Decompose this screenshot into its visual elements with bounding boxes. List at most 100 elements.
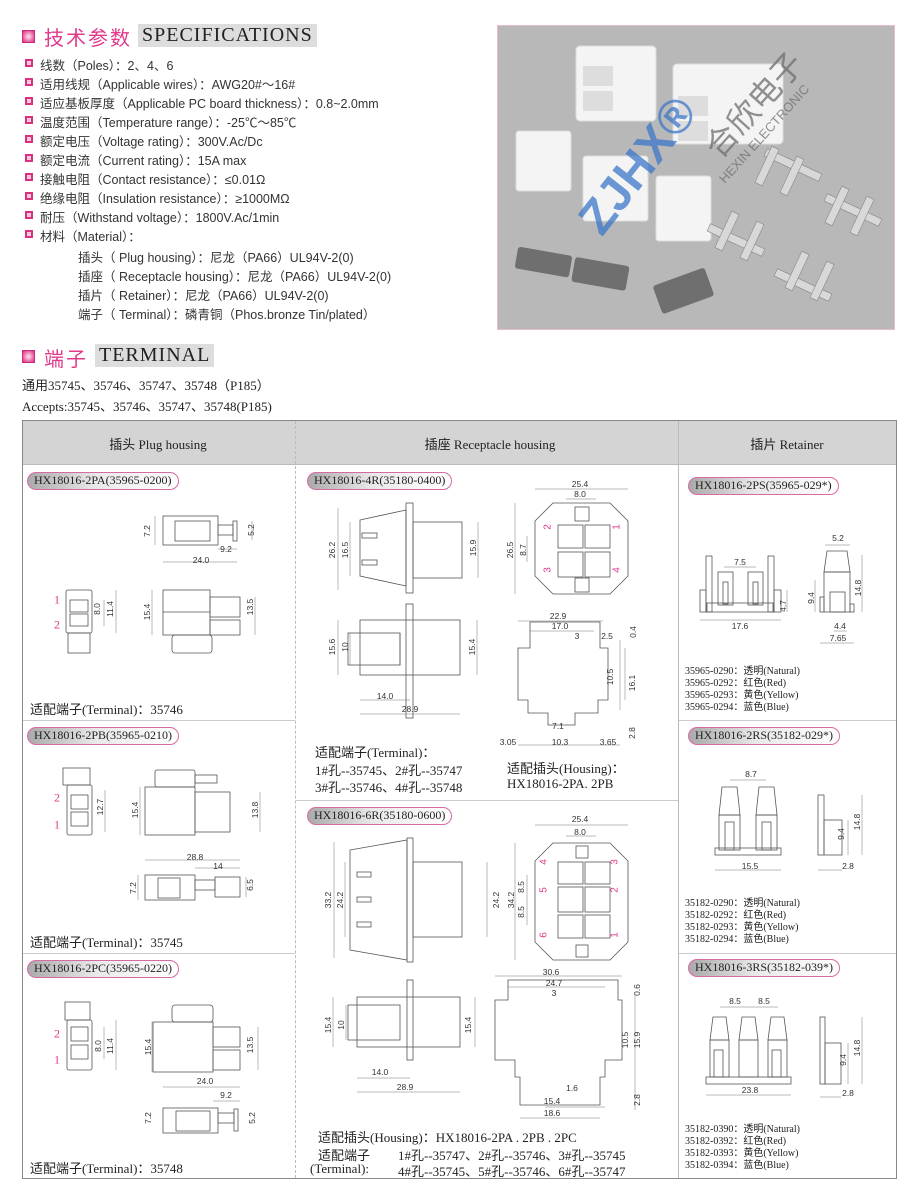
dimension-label: 7.2 [128, 882, 138, 894]
dimension-label: 8.5 [729, 996, 741, 1006]
dimension-label: 15.4 [467, 638, 477, 656]
spec-value: ：≤0.01Ω [212, 173, 266, 187]
dimension-label: 4.4 [834, 621, 846, 631]
color-option: 35182-0394：蓝色(Blue) [685, 1160, 789, 1171]
dimension-label: 7.65 [829, 633, 847, 643]
spec-bullet-icon [25, 211, 33, 219]
dimension-label: 3 [574, 631, 580, 641]
spec-label-en: （Current rating） [90, 154, 186, 168]
dimension-label: 23.8 [741, 1085, 759, 1095]
dimension-label: 4.7 [778, 600, 788, 612]
pin-number: 6 [538, 932, 550, 938]
dimension-label: 8.0 [93, 1040, 103, 1052]
dimension-label: 25.4 [571, 814, 589, 824]
dimension-label: 6.5 [245, 879, 255, 891]
material-row: 插座（ Receptacle housing）：尼龙（PA66）UL94V-2(… [78, 266, 391, 285]
dimension-label: 15.4 [142, 603, 152, 621]
column-divider [295, 421, 296, 1178]
part-label-4r: HX18016-4R(35180-0400) [307, 472, 453, 490]
spec-row: 绝缘电阻（Insulation resistance）：≥1000MΩ [40, 188, 290, 207]
dimension-label: 8.5 [758, 996, 770, 1006]
spec-value: ：15A max [185, 154, 247, 168]
spec-label-en: （Poles） [65, 59, 116, 73]
color-option: 35182-0292：红色(Red) [685, 910, 787, 921]
spec-label-en: （Applicable PC board thickness） [115, 97, 304, 111]
material-row: 插头（ Plug housing）：尼龙（PA66）UL94V-2(0) [78, 247, 354, 266]
dimension-label: 9.2 [220, 544, 232, 554]
color-option: 35182-0393：黄色(Yellow) [685, 1148, 799, 1159]
dimension-label: 15.9 [632, 1031, 642, 1049]
dimension-label: 8.0 [92, 603, 102, 615]
dimension-label: 10.5 [605, 668, 615, 686]
dimension-label: 28.8 [186, 852, 204, 862]
spec-label-en: （Withstand voltage） [65, 211, 184, 225]
spec-label-zh: 接触电阻 [40, 173, 91, 187]
spec-label-en: （Applicable wires） [90, 78, 200, 92]
drawing-3rs [705, 1006, 863, 1098]
dimension-label: 3.65 [599, 737, 617, 747]
dimension-label: 8.5 [516, 881, 526, 893]
pin-number: 1 [54, 1052, 60, 1067]
material-row: 插片（ Retainer）：尼龙（PA66）UL94V-2(0) [78, 285, 329, 304]
dimension-label: 14.8 [852, 813, 862, 831]
row-divider [679, 720, 896, 721]
spec-label-en: （Insulation resistance） [90, 192, 223, 206]
color-option: 35182-0290：透明(Natural) [685, 898, 800, 909]
terminal-title-en: TERMINAL [95, 344, 215, 367]
dimension-label: 24.2 [335, 891, 345, 909]
terminal-note-2pb: 适配端子(Terminal)：35745 [30, 935, 183, 950]
material-row: 端子（ Terminal）：磷青铜（Phos.bronze Tin/plated… [78, 304, 375, 323]
spec-label-zh: 适用线规 [40, 78, 91, 92]
dimension-label: 13.5 [245, 598, 255, 616]
dimension-label: 9.4 [836, 828, 846, 840]
material-label-zh: 插片 [78, 289, 104, 303]
terminal-line-4r: 3#孔--35746、4#孔--35748 [315, 780, 463, 795]
housing-title-4r: 适配插头(Housing)： [507, 761, 625, 776]
pin-number: 4 [611, 567, 623, 573]
terminal-line-6r: 1#孔--35747、2#孔--35746、3#孔--35745 [398, 1148, 626, 1163]
part-label-2pa: HX18016-2PA(35965-0200) [27, 472, 179, 490]
pin-number: 2 [542, 524, 554, 530]
pin-number: 1 [611, 524, 623, 530]
dimension-label: 24.0 [192, 555, 210, 565]
drawing-2ps [699, 544, 863, 644]
terminal-accepts-en: Accepts:35745、35746、35747、35748(P185) [22, 399, 272, 414]
spec-row: 额定电压（Voltage rating）：300V.Ac/Dc [40, 131, 263, 150]
dimension-label: 7.2 [142, 525, 152, 537]
spec-bullet-icon [25, 59, 33, 67]
dimension-label: 15.4 [543, 1096, 561, 1106]
part-label-2rs: HX18016-2RS(35182-029*) [688, 727, 840, 745]
pin-number: 4 [538, 859, 550, 865]
pin-number: 1 [54, 592, 60, 607]
terminal-title-4r: 适配端子(Terminal)： [315, 745, 436, 760]
dimension-label: 25.4 [571, 479, 589, 489]
product-photo: ZJHX® 合欣电子 HEXIN ELECTRONIC [497, 25, 895, 330]
row-divider [23, 953, 295, 954]
spec-value: ：0.8~2.0mm [303, 97, 379, 111]
dimension-label: 7.2 [143, 1112, 153, 1124]
spec-value: ：2、4、6 [115, 59, 174, 73]
spec-label-en: （Material） [65, 230, 129, 244]
dimension-label: 8.7 [745, 769, 757, 779]
dimension-label: 8.5 [516, 906, 526, 918]
part-label-2pb: HX18016-2PB(35965-0210) [27, 727, 179, 745]
spec-bullet-icon [25, 135, 33, 143]
spec-value: ：-25℃～85℃ [214, 116, 297, 130]
dimension-label: 30.6 [542, 967, 560, 977]
specs-title-en: SPECIFICATIONS [138, 24, 317, 47]
dimension-label: 14.0 [376, 691, 394, 701]
part-label-3rs: HX18016-3RS(35182-039*) [688, 959, 840, 977]
terminal-accepts-zh: 通用35745、35746、35747、35748（P185） [22, 378, 270, 393]
dimension-label: 2.8 [842, 1088, 854, 1098]
spec-row: 耐压（Withstand voltage）：1800V.Ac/1min [40, 207, 279, 226]
material-label-zh: 端子 [78, 308, 104, 322]
dimension-label: 7.1 [552, 721, 564, 731]
dimension-label: 2.8 [842, 861, 854, 871]
dimension-label: 11.4 [105, 1038, 115, 1054]
part-label-2pc: HX18016-2PC(35965-0220) [27, 960, 179, 978]
dimension-label: 14.0 [371, 1067, 389, 1077]
dimension-label: 15.5 [741, 861, 759, 871]
dimension-label: 3.05 [499, 737, 517, 747]
dimension-label: 10.3 [551, 737, 569, 747]
